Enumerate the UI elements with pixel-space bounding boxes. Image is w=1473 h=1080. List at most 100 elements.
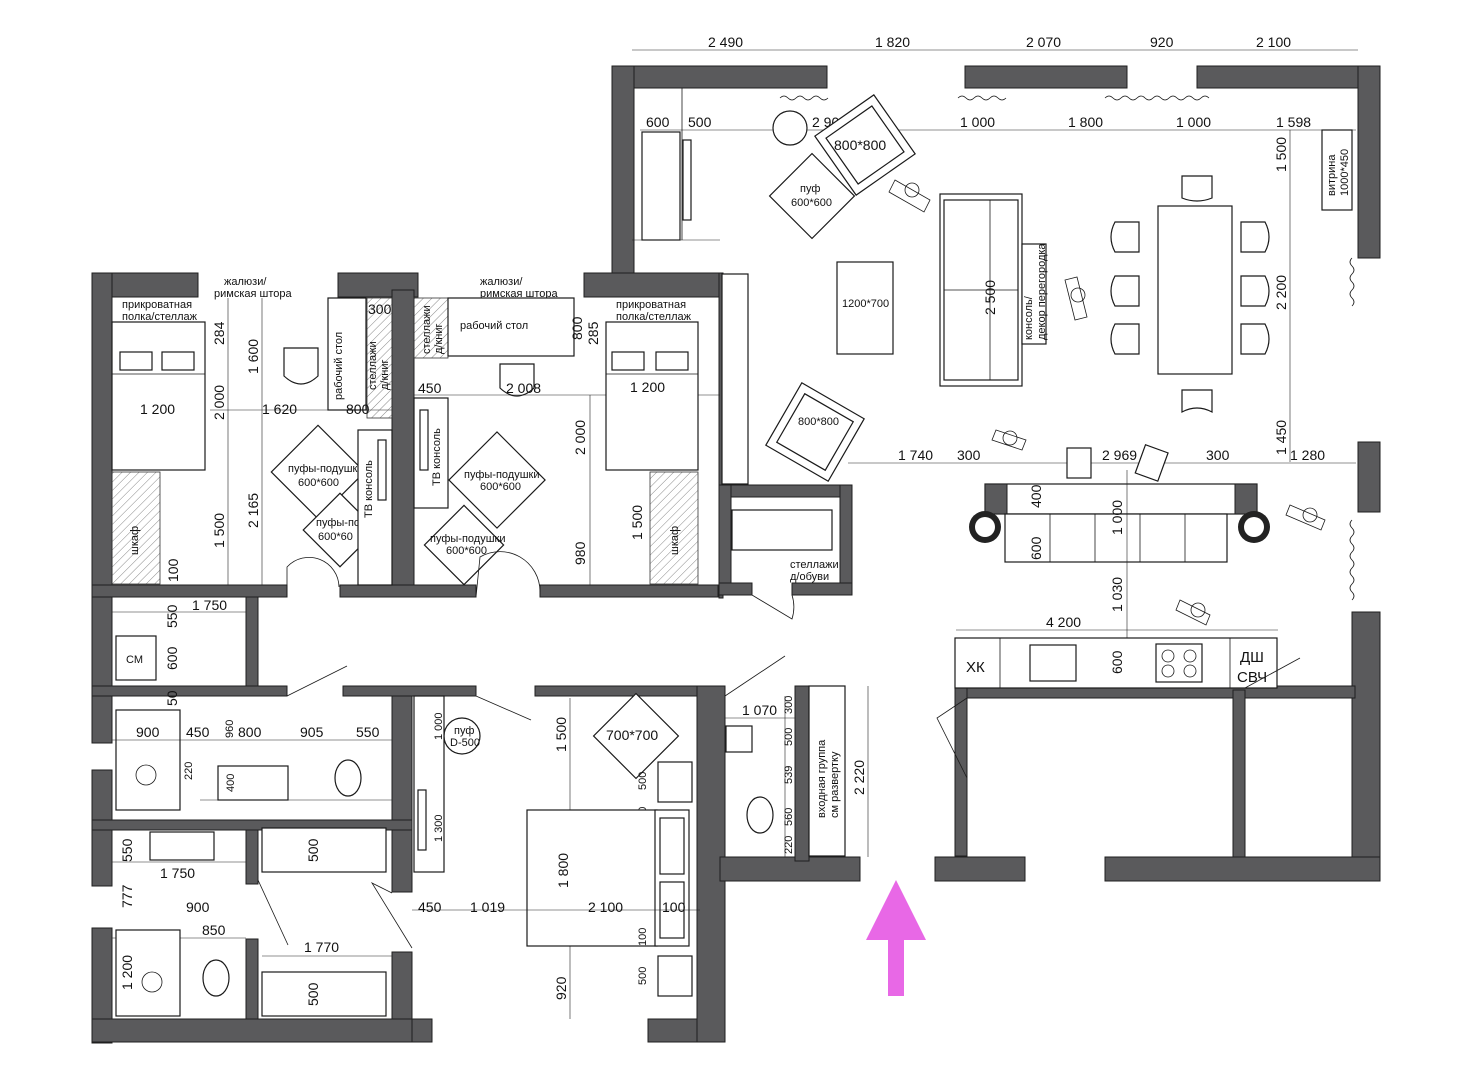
wc-dim-220: 220 <box>783 836 795 854</box>
bl-desk-label: рабочий стол <box>333 332 345 400</box>
bl-dim-1500: 1 500 <box>211 513 227 548</box>
plant-right <box>1238 511 1270 543</box>
people-figures <box>888 179 1326 626</box>
bl-dim-100: 100 <box>165 558 181 582</box>
bt-dim-550: 550 <box>356 724 380 740</box>
bathroom-bottom: 550 1 750 777 900 850 1 200 <box>112 831 246 1017</box>
bm-poufs-2: пуфы-подушки <box>430 533 506 545</box>
top-dim-4: 920 <box>1150 34 1174 50</box>
closet-dim-500b: 500 <box>305 982 321 1006</box>
living-dim-1598: 1 598 <box>1276 114 1311 130</box>
bm-poufs-size: 600*600 <box>480 481 521 493</box>
living-row2-1280: 1 280 <box>1290 447 1325 463</box>
living-row2-300a: 300 <box>957 447 981 463</box>
sofa-dim-1000: 1 000 <box>1109 500 1125 535</box>
bt-dim-220: 220 <box>183 762 195 780</box>
bl-wardrobe <box>111 471 161 585</box>
bathroom-top: 900 450 960 800 905 550 220 400 <box>112 709 392 811</box>
laundry-dim-1750: 1 750 <box>192 597 227 613</box>
showcase-size: 1000*450 <box>1339 149 1351 196</box>
bm-wardrobe <box>649 471 699 585</box>
master-dim-450: 450 <box>418 899 442 915</box>
bm-dim-1500: 1 500 <box>629 505 645 540</box>
living-row2-300b: 300 <box>1206 447 1230 463</box>
pouf-living-size: 600*600 <box>791 197 832 209</box>
bm-desk-label: рабочий стол <box>460 320 528 332</box>
bl-shelf-1: прикроватная <box>122 299 192 311</box>
kitchen-dim-600: 600 <box>1109 650 1125 674</box>
console-partition <box>1021 243 1047 345</box>
bt-dim-450: 450 <box>186 724 210 740</box>
wc-dim-539: 539 <box>783 766 795 784</box>
bb-dim-550: 550 <box>119 838 135 862</box>
wc: 1 070 300 500 539 560 220 <box>725 696 795 857</box>
bedroom-left: прикроватная полка/стеллаж жалюзи/ римск… <box>111 276 393 586</box>
walls <box>91 65 1381 1044</box>
master-dim-1300: 1 300 <box>433 814 445 842</box>
bm-blinds-1: жалюзи/ <box>480 276 523 288</box>
living-dim-1000a: 1 000 <box>960 114 995 130</box>
armchair-top <box>814 94 916 196</box>
bm-desk-chair <box>499 363 535 397</box>
curtains <box>779 95 1355 601</box>
bl-poufs-size: 600*600 <box>298 477 339 489</box>
armchair-lower <box>765 382 865 482</box>
plant-left <box>969 511 1001 543</box>
bm-dim-980: 980 <box>572 541 588 565</box>
sofa-dim: 2 500 <box>982 280 998 315</box>
master-bed <box>526 809 690 947</box>
sofa-kitchen <box>984 483 1258 563</box>
bb-dim-1200: 1 200 <box>119 955 135 990</box>
doors <box>257 551 1301 949</box>
master-dim-1019: 1 019 <box>470 899 505 915</box>
bl-blinds-2: римская штора <box>214 288 292 300</box>
bm-tv <box>419 409 429 471</box>
coffee-table <box>836 261 894 355</box>
console-label: консоль/ <box>1023 295 1035 340</box>
closet: 500 1 770 500 <box>261 827 392 1017</box>
vanity-bottom <box>149 831 215 861</box>
shoe-label-2: д/обуви <box>790 571 829 583</box>
bl-dim-300: 300 <box>368 301 392 317</box>
bm-bookshelf <box>413 297 449 359</box>
entry-cabinet <box>808 685 846 857</box>
living-row2-2969: 2 969 <box>1102 447 1137 463</box>
nightstand-top <box>657 761 693 803</box>
bl-bed-width: 1 200 <box>140 401 175 417</box>
living-dim-500: 500 <box>688 114 712 130</box>
master-tv <box>417 789 427 851</box>
bt-dim-905: 905 <box>300 724 324 740</box>
bm-dim-450: 450 <box>418 380 442 396</box>
bm-wardrobe-label: шкаф <box>669 526 681 555</box>
coffee-table-label: 1200*700 <box>842 298 889 310</box>
laundry-room: 550 1 750 СМ 600 50 <box>112 597 246 706</box>
showcase-label: витрина <box>1326 154 1338 196</box>
bl-blinds-1: жалюзи/ <box>224 276 267 288</box>
shoe-rack <box>731 509 833 551</box>
wc-dim-500: 500 <box>783 728 795 746</box>
bm-desk <box>447 297 575 357</box>
kitchen-length: 4 200 <box>1046 614 1081 630</box>
living-row2-1740: 1 740 <box>898 447 933 463</box>
bm-pouf-1 <box>448 431 546 529</box>
bm-shelf-2: полка/стеллаж <box>616 311 692 323</box>
bl-shelf-2: полка/стеллаж <box>122 311 198 323</box>
bb-dim-1750: 1 750 <box>160 865 195 881</box>
dishwasher-label: ДШ <box>1240 649 1264 666</box>
bl-shelves-2: д/книг <box>379 359 391 390</box>
bl-dim-2165: 2 165 <box>245 493 261 528</box>
master-table-label: 700*700 <box>606 727 658 743</box>
bl-poufs-2-size: 600*60 <box>318 531 353 543</box>
master-bedroom: пуф D-500 1 000 1 300 1 500 700*700 500 … <box>412 692 700 1019</box>
closet-dim-500a: 500 <box>305 838 321 862</box>
microwave-label: СВЧ <box>1237 669 1267 686</box>
bm-shelf-1: прикроватная <box>616 299 686 311</box>
cooktop <box>1155 643 1203 683</box>
washer <box>115 635 157 681</box>
master-dim-100c: 100 <box>637 928 649 946</box>
master-dim-920: 920 <box>553 976 569 1000</box>
master-dim-2100: 2 100 <box>588 899 623 915</box>
bb-dim-850: 850 <box>202 922 226 938</box>
entry-label-1: входная группа <box>816 739 828 818</box>
nightstand-bottom <box>657 955 693 997</box>
